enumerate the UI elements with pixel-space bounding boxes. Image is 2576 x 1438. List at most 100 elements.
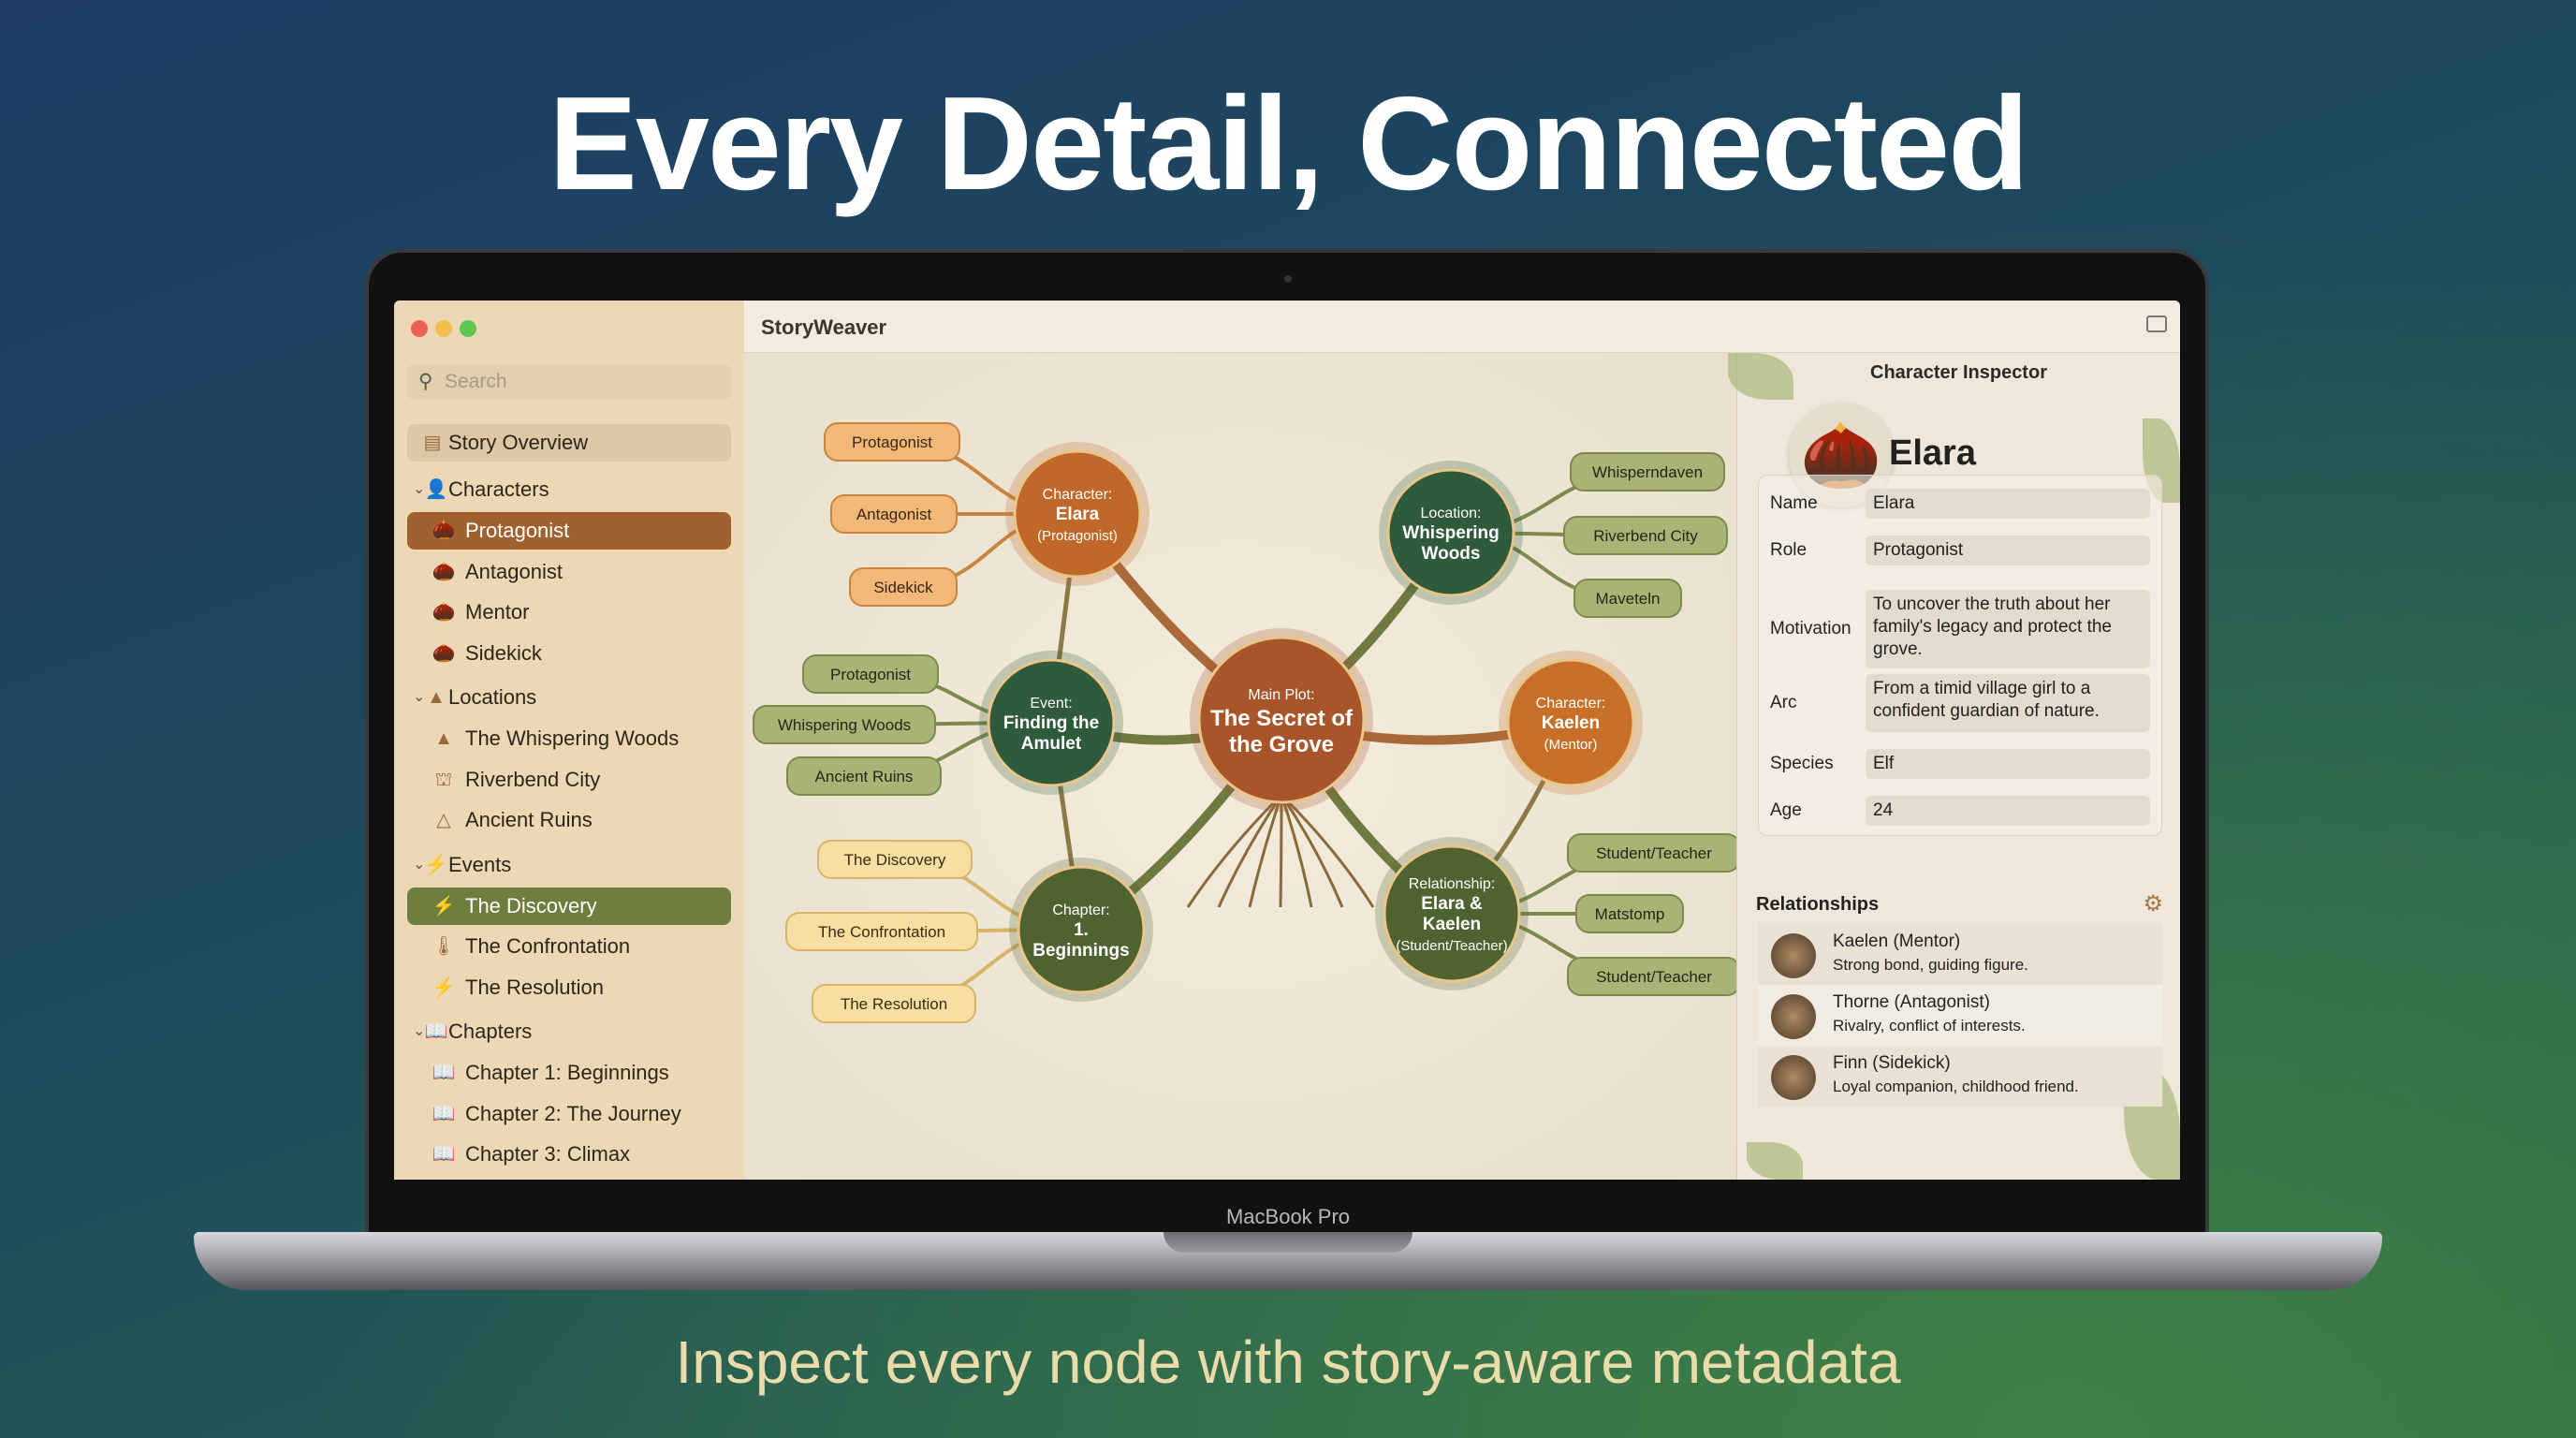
chevron-down-icon[interactable]: ⌄ xyxy=(413,481,426,497)
sidebar-group-characters[interactable]: ⌄👤Characters xyxy=(407,471,731,508)
field-arc[interactable]: From a timid village girl to a confident… xyxy=(1866,674,2150,732)
sidebar-item[interactable]: 📖Chapter 3: Climax xyxy=(407,1136,731,1173)
node-title: Beginnings xyxy=(1032,941,1129,961)
pill-node[interactable]: Maveteln xyxy=(1573,579,1682,618)
pill-node[interactable]: Antagonist xyxy=(830,494,958,534)
sidebar-item[interactable]: 🌡The Confrontation xyxy=(407,928,731,965)
relationship-row[interactable]: Thorne (Antagonist)Rivalry, conflict of … xyxy=(1758,985,2162,1046)
field-age[interactable]: 24 xyxy=(1866,796,2150,826)
field-label: Name xyxy=(1770,493,1818,513)
field-role[interactable]: Protagonist xyxy=(1866,536,2150,565)
pill-node[interactable]: Riverbend City xyxy=(1563,516,1728,555)
sidebar-item[interactable]: 🌰Antagonist xyxy=(407,553,731,591)
sidebar-group-chapters[interactable]: ⌄📖Chapters xyxy=(407,1013,731,1050)
search-input[interactable]: ⚲Search xyxy=(407,364,731,400)
relationship-row[interactable]: Kaelen (Mentor)Strong bond, guiding figu… xyxy=(1758,924,2162,985)
sidebar-group-label: Locations xyxy=(448,685,537,709)
sidebar-item[interactable]: ⚡ The Resolution xyxy=(407,969,731,1006)
pill-node[interactable]: Protagonist xyxy=(824,422,960,462)
sidebar-item[interactable]: 🌰Protagonist xyxy=(407,512,731,550)
titlebar: StoryWeaver xyxy=(744,301,2180,353)
sidebar-item[interactable]: ▲The Whispering Woods xyxy=(407,720,731,757)
node-kind: Character: xyxy=(1043,487,1113,503)
node-rel[interactable]: Relationship:Elara &Kaelen(Student/Teach… xyxy=(1375,837,1529,990)
pill-label: Whisperndaven xyxy=(1592,463,1703,481)
gear-icon[interactable]: ⚙ xyxy=(2143,891,2163,917)
chevron-down-icon[interactable]: ⌄ xyxy=(413,856,426,873)
node-kaelen[interactable]: Character:Kaelen(Mentor) xyxy=(1499,651,1643,795)
sidebar-item[interactable]: ⚡The Discovery xyxy=(407,887,731,925)
pill-label: The Discovery xyxy=(844,851,946,869)
relationship-row[interactable]: Finn (Sidekick)Loyal companion, childhoo… xyxy=(1758,1046,2162,1107)
sidebar-item-label: The Discovery xyxy=(465,893,597,917)
sidebar-item[interactable]: 📖Chapter 1: Beginnings xyxy=(407,1054,731,1092)
sidebar-item[interactable]: △Ancient Ruins xyxy=(407,801,731,839)
pill-node[interactable]: Ancient Ruins xyxy=(786,756,942,796)
field-label: Motivation xyxy=(1770,619,1852,638)
person-icon: 👤 xyxy=(424,479,448,500)
pill-node[interactable]: Student/Teacher xyxy=(1567,833,1741,873)
app-window: ⚲Search ▤Story Overview⌄👤Characters🌰Prot… xyxy=(394,301,2180,1180)
character-name: Elara xyxy=(1889,433,1976,473)
avatar xyxy=(1771,994,1816,1039)
ruins-icon: △ xyxy=(436,810,451,830)
node-title: 1. xyxy=(1074,920,1089,940)
sidebar-group-locations[interactable]: ⌄▲Locations xyxy=(407,679,731,716)
root-line xyxy=(1186,793,1283,908)
node-title: Elara & xyxy=(1421,894,1483,914)
sidebar-item-story-overview[interactable]: ▤Story Overview xyxy=(407,424,731,462)
root-line xyxy=(1280,793,1375,908)
relationship-name: Kaelen (Mentor) xyxy=(1833,932,1961,951)
field-species[interactable]: Elf xyxy=(1866,749,2150,779)
sidebar-item-label: Mentor xyxy=(465,600,530,624)
node-kind: Event: xyxy=(1030,696,1072,712)
zoom-button[interactable] xyxy=(460,320,476,337)
pill-node[interactable]: Student/Teacher xyxy=(1567,957,1741,996)
pill-node[interactable]: Sidekick xyxy=(849,567,958,607)
device-label: MacBook Pro xyxy=(1225,1205,1351,1228)
node-sub: (Mentor) xyxy=(1544,737,1598,753)
pill-node[interactable]: Whispering Woods xyxy=(753,705,936,744)
field-motivation[interactable]: To uncover the truth about her family's … xyxy=(1866,590,2150,668)
chevron-down-icon[interactable]: ⌄ xyxy=(413,689,426,705)
pill-node[interactable]: The Resolution xyxy=(812,984,976,1023)
pin-icon: 🌡 xyxy=(432,936,456,957)
pill-label: Protagonist xyxy=(830,666,911,683)
sidebar-group-label: Characters xyxy=(448,477,549,501)
acorn-icon: 🌰 xyxy=(432,602,456,623)
node-elara[interactable]: Character:Elara(Protagonist) xyxy=(1005,442,1149,586)
chevron-down-icon[interactable]: ⌄ xyxy=(413,1023,426,1039)
node-title: Amulet xyxy=(1021,734,1082,754)
close-button[interactable] xyxy=(411,320,428,337)
pill-node[interactable]: The Discovery xyxy=(817,840,973,879)
pill-node[interactable]: Whisperndaven xyxy=(1570,452,1725,492)
field-name[interactable]: Elara xyxy=(1866,489,2150,519)
pill-node[interactable]: Protagonist xyxy=(802,654,939,694)
node-title: Finding the xyxy=(1003,713,1099,733)
sidebar-group-events[interactable]: ⌄⚡Events xyxy=(407,846,731,884)
headline: Every Detail, Connected xyxy=(549,69,2029,218)
minimize-button[interactable] xyxy=(435,320,452,337)
sidebar: ⚲Search ▤Story Overview⌄👤Characters🌰Prot… xyxy=(394,301,744,1180)
node-chapter[interactable]: Chapter:1.Beginnings xyxy=(1009,858,1153,1002)
pill-label: Ancient Ruins xyxy=(815,768,914,785)
sidebar-item[interactable]: 📖Chapter 2: The Journey xyxy=(407,1095,731,1133)
book-icon: 📖 xyxy=(432,1103,456,1124)
pill-node[interactable]: The Confrontation xyxy=(785,912,978,951)
sidebar-item[interactable]: 🌰 Mentor xyxy=(407,594,731,631)
sidebar-item[interactable]: 🌰Sidekick xyxy=(407,635,731,672)
relationship-note: Loyal companion, childhood friend. xyxy=(1833,1078,2079,1095)
sidebar-item[interactable]: ⛫Riverbend City xyxy=(407,761,731,799)
pill-node[interactable]: Matstomp xyxy=(1575,894,1684,933)
mountain-icon: ▲ xyxy=(434,728,453,749)
toggle-inspector-icon[interactable] xyxy=(2146,315,2167,332)
sidebar-group-label: Chapters xyxy=(448,1020,533,1043)
relationship-note: Rivalry, conflict of interests. xyxy=(1833,1017,2026,1034)
bolt-icon: ⚡ xyxy=(432,976,456,998)
sidebar-item-label: The Resolution xyxy=(465,975,604,999)
